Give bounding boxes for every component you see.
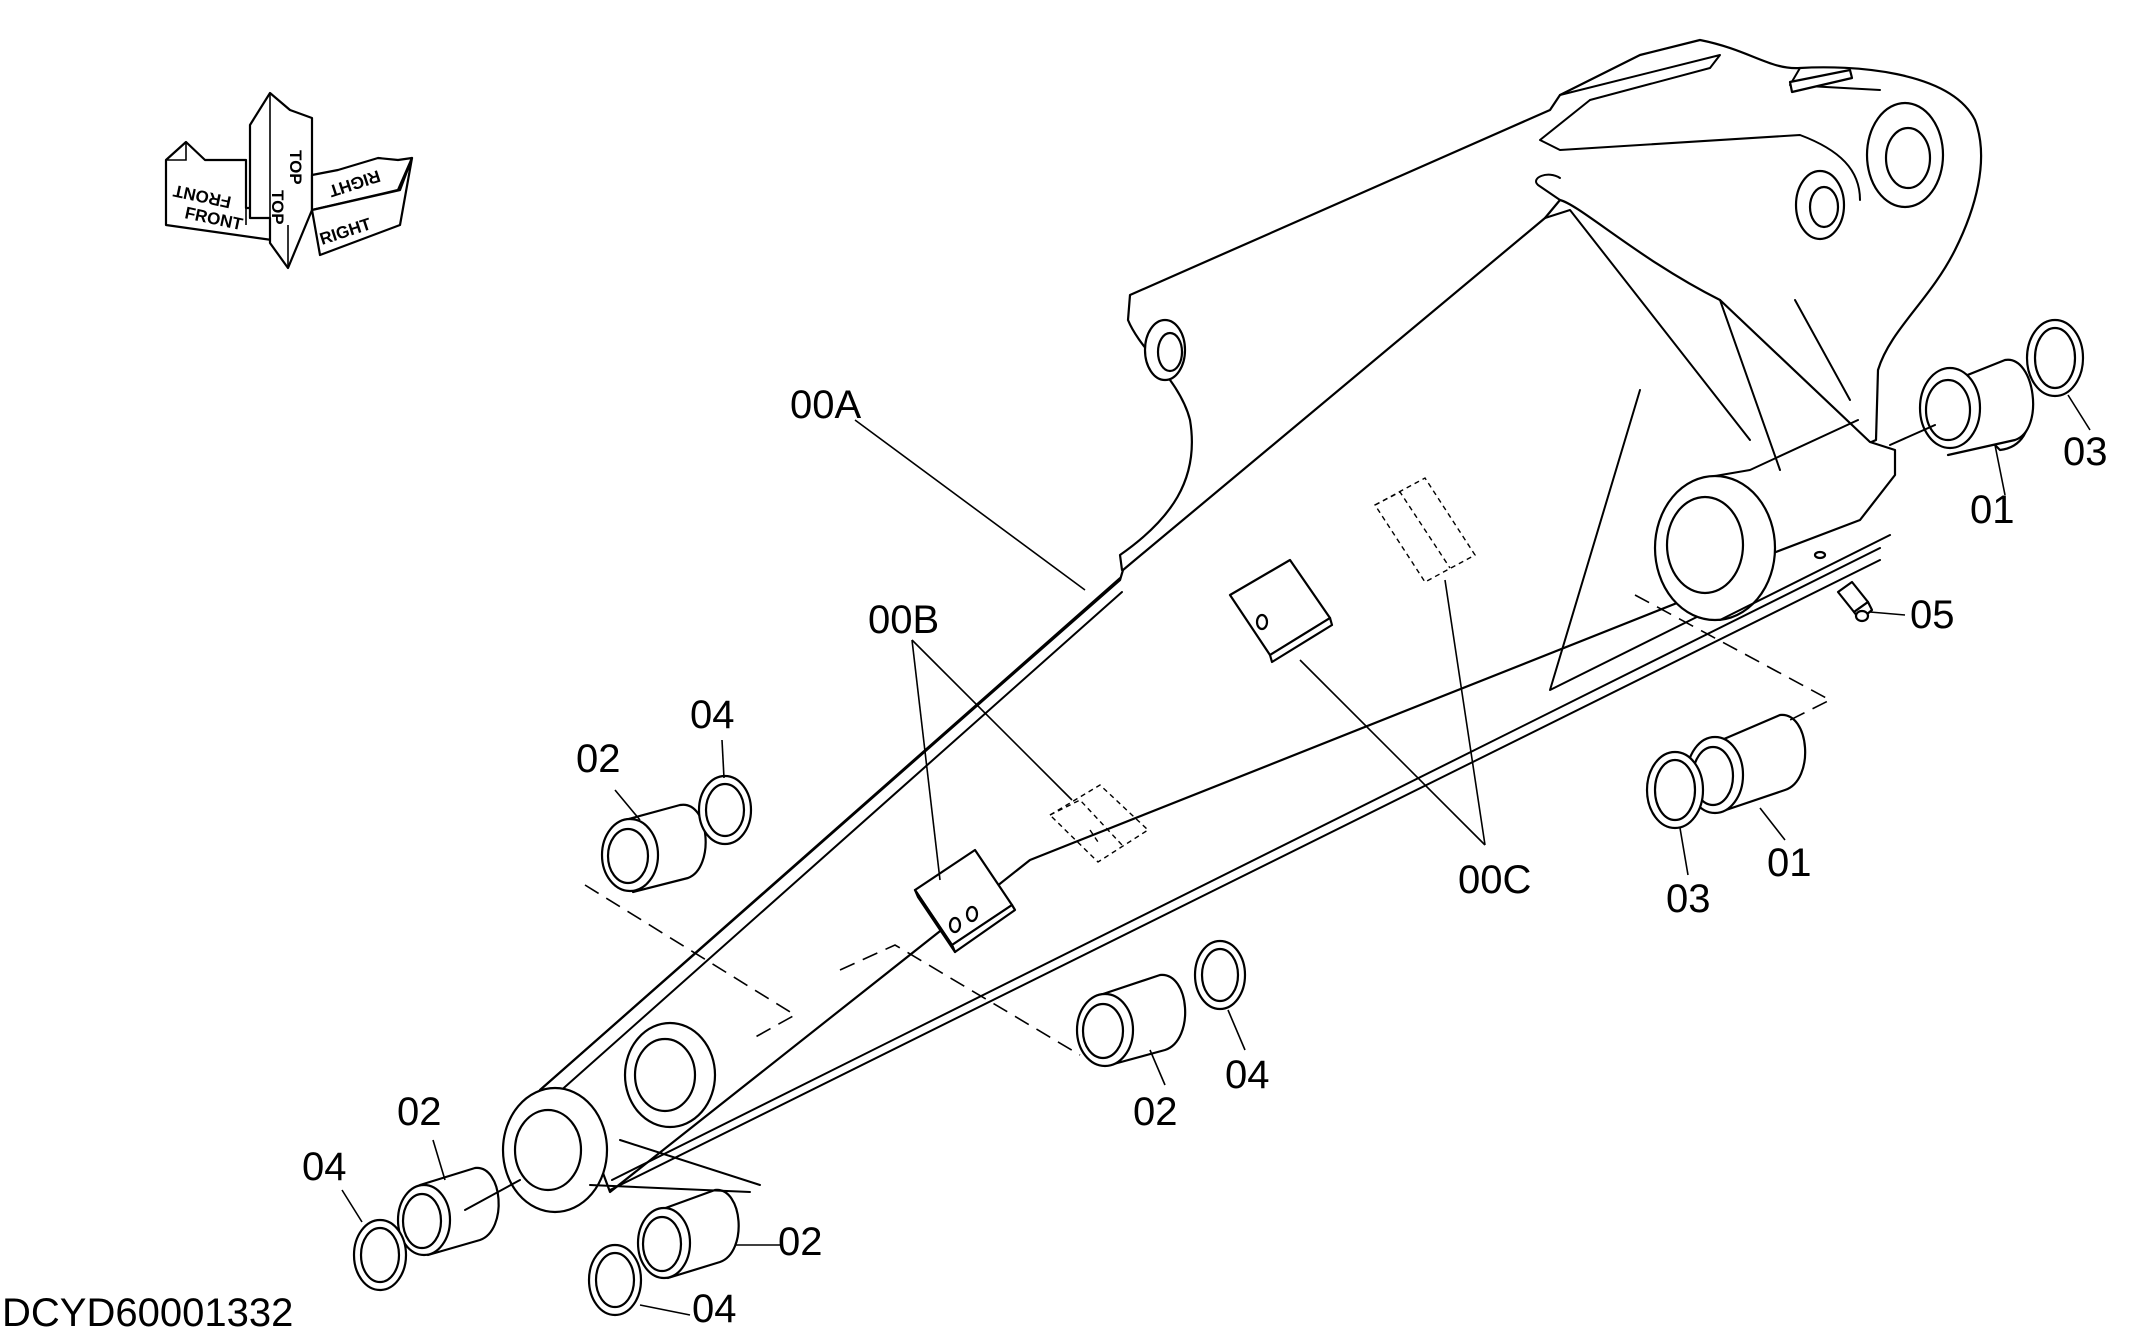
callout-00a: 00A bbox=[790, 383, 861, 427]
callout-00c: 00C bbox=[1458, 858, 1531, 902]
callout-03-upper: 03 bbox=[2063, 430, 2108, 474]
ring-03-lower bbox=[1645, 750, 1705, 830]
callout-02-bottom-right: 02 bbox=[778, 1220, 823, 1264]
callout-04-center: 04 bbox=[1225, 1053, 1270, 1097]
axis-lines bbox=[464, 424, 1936, 1211]
leader-lines bbox=[341, 394, 2091, 1316]
callout-01-lower: 01 bbox=[1767, 841, 1812, 885]
callout-04-bottom-right: 04 bbox=[692, 1287, 737, 1331]
shim-00c-hidden bbox=[1373, 477, 1477, 583]
callout-05: 05 bbox=[1910, 593, 1955, 637]
callout-04-left: 04 bbox=[690, 693, 735, 737]
drawing-code: DCYD60001332 bbox=[2, 1291, 293, 1335]
orientation-indicator: FRONT FRONT TOP TOP RIGHT RIGHT bbox=[164, 91, 414, 270]
ring-04-bottom-left bbox=[352, 1218, 408, 1292]
grease-fitting-05 bbox=[1836, 580, 1874, 623]
callout-00b: 00B bbox=[868, 598, 939, 642]
callout-02-left: 02 bbox=[576, 737, 621, 781]
right-arrow-icon bbox=[310, 156, 414, 212]
top-arrow-icon bbox=[248, 91, 314, 270]
ring-04-center bbox=[1193, 939, 1247, 1011]
bushing-02-bottom-left bbox=[396, 1166, 500, 1257]
callout-02-bottom-left: 02 bbox=[397, 1090, 442, 1134]
shim-00b-hidden bbox=[1048, 784, 1150, 863]
callout-01-upper: 01 bbox=[1970, 488, 2015, 532]
ring-04-bottom-middle bbox=[587, 1243, 643, 1317]
callout-04-bottom-left: 04 bbox=[302, 1145, 347, 1189]
callout-02-center: 02 bbox=[1133, 1090, 1178, 1134]
bushing-02-bottom-middle bbox=[636, 1188, 740, 1280]
ring-04-left bbox=[697, 774, 753, 846]
callout-labels: 00A 00B 00C 01 01 02 02 02 02 03 03 04 0… bbox=[302, 383, 2108, 1331]
bushing-01-lower bbox=[1685, 713, 1807, 815]
bushing-01-upper bbox=[1918, 358, 2035, 457]
callout-03-lower: 03 bbox=[1666, 877, 1711, 921]
arm-assembly bbox=[501, 38, 1983, 1214]
top-label: TOP bbox=[268, 190, 287, 225]
bushing-02-left bbox=[600, 803, 707, 894]
shim-00c-solid bbox=[1228, 558, 1334, 664]
ring-03-upper bbox=[2025, 318, 2085, 398]
bushing-02-center bbox=[1075, 973, 1187, 1068]
top-label-mirror: TOP bbox=[286, 150, 305, 185]
shim-00b-solid bbox=[913, 848, 1017, 954]
